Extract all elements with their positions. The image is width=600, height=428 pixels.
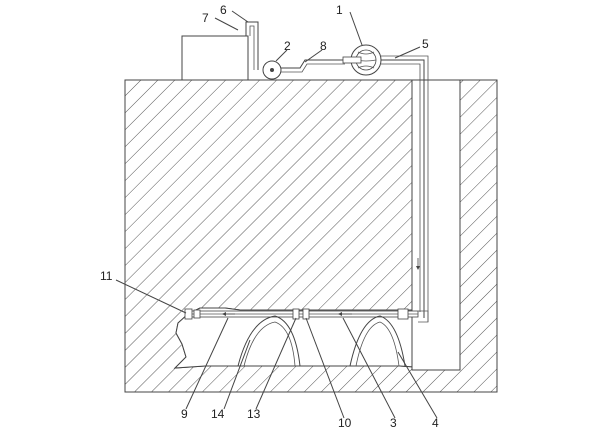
label-13: 13: [247, 407, 261, 421]
label-5: 5: [422, 37, 429, 51]
fitting-13: [292, 308, 300, 320]
tank: [181, 35, 249, 81]
label-10: 10: [338, 416, 352, 428]
label-4: 4: [432, 416, 439, 428]
nozzle-11: [184, 308, 193, 320]
label-3: 3: [390, 416, 397, 428]
support-arch-14: [237, 315, 301, 367]
label-9: 9: [181, 407, 188, 421]
label-6: 6: [220, 3, 227, 17]
label-11: 11: [100, 269, 113, 283]
trench: [411, 79, 461, 371]
label-1: 1: [336, 3, 343, 17]
label-8: 8: [320, 39, 327, 53]
pipe-6: [245, 21, 259, 70]
label-7: 7: [202, 11, 209, 25]
pipe-5: [381, 59, 425, 318]
label-14: 14: [211, 407, 225, 421]
fitting-10: [302, 308, 310, 320]
label-2: 2: [284, 39, 291, 53]
pipe-8: [281, 59, 345, 69]
